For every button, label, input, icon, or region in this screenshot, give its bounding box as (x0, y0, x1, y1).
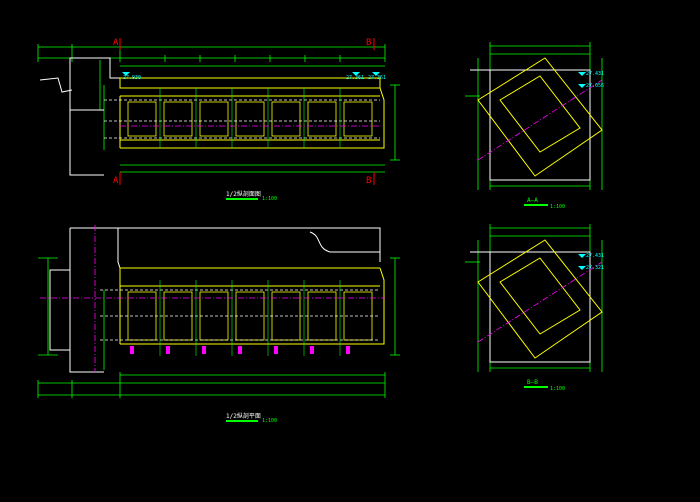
section-a-dims (465, 42, 603, 190)
plan-bay-ticks (159, 280, 341, 356)
section-b-rotated-box (477, 239, 603, 359)
section-a-elev-top: 27.431 (586, 71, 604, 77)
section-b-elev-markers (578, 254, 586, 270)
section-b-view: 27.431 27.321 B—B 1:100 (465, 224, 604, 392)
plan-scale: 1:100 (262, 418, 277, 424)
section-a-elev-mid: 27.056 (586, 83, 604, 89)
elev-left: 27.930 (123, 75, 141, 81)
section-b-scale: 1:100 (550, 386, 565, 392)
top-dimension-lines (37, 44, 400, 173)
section-b-title: B—B (527, 379, 538, 386)
section-a-title: A—A (527, 197, 538, 204)
long-section-scale: 1:100 (262, 196, 277, 202)
long-section-title: 1/2纵剖面图 (226, 190, 261, 198)
section-b-outline (470, 251, 591, 363)
section-a-view: 27.431 27.056 A—A 1:100 (465, 42, 604, 210)
section-b-elev-top: 27.431 (586, 253, 604, 259)
section-b-dims (465, 224, 603, 372)
section-a-rotated-box (477, 57, 603, 177)
section-a-scale: 1:100 (550, 204, 565, 210)
bay-ticks (159, 88, 341, 148)
plan-dimension-lines (37, 257, 400, 398)
section-mark-a-bottom: A (113, 176, 119, 186)
long-section-view: A A B B (37, 38, 400, 202)
plan-deck (119, 267, 385, 345)
centerlines (40, 125, 385, 372)
pier-markers (130, 346, 350, 354)
section-cut-lines (119, 38, 375, 185)
internal-bays (127, 101, 373, 137)
elevation-markers (122, 72, 380, 76)
left-abutment (39, 57, 120, 176)
section-mark-b-top: B (366, 38, 371, 48)
tendon-lines (104, 99, 380, 139)
channel-body (119, 77, 385, 149)
section-a-centerline (477, 79, 603, 161)
elev-right-2: 27.361 (368, 75, 386, 81)
section-a-elev-markers (578, 72, 586, 88)
section-b-centerline (477, 261, 603, 343)
plan-view: 1/2纵剖平面 1:100 (37, 227, 400, 424)
section-a-outline (470, 69, 591, 181)
section-mark-b-bottom: B (366, 176, 371, 186)
plan-tendons (100, 289, 380, 341)
elev-right: 27.361 (346, 75, 364, 81)
plan-title: 1/2纵剖平面 (226, 412, 261, 420)
section-mark-a-top: A (113, 38, 119, 48)
plan-outline (49, 227, 381, 373)
section-b-elev-mid: 27.321 (586, 265, 604, 271)
